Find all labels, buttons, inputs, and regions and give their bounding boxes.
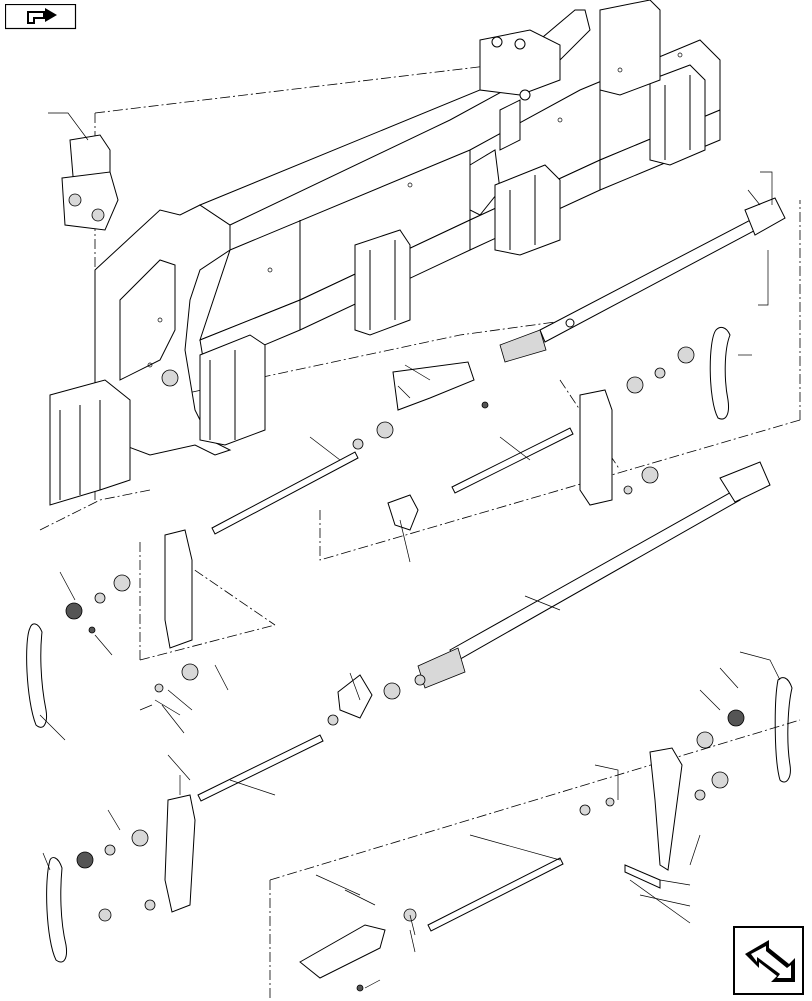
leader-lines [39, 112, 781, 989]
part-30-handle-bracket [61, 134, 119, 231]
part-1-drive-shaft [499, 197, 786, 363]
return-arrow-icon [4, 3, 77, 30]
return-button[interactable] [4, 3, 77, 30]
part-5-shafts [197, 427, 574, 932]
boom-frame [49, 0, 721, 506]
next-page-button[interactable] [733, 926, 805, 996]
part-2-drive-shaft [417, 461, 771, 689]
next-page-arrow-icon [733, 926, 804, 995]
side-plates [164, 361, 683, 979]
bearing-components [65, 346, 745, 992]
drive-belts [26, 326, 793, 963]
